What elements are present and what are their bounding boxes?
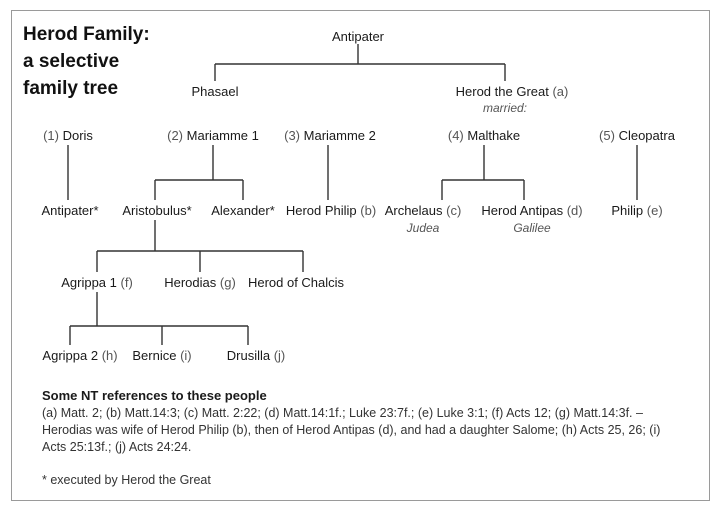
node-philip: Philip (e) [611, 203, 662, 218]
node-agrippa-2: Agrippa 2 (h) [42, 348, 117, 363]
node-tag: (a) [552, 84, 569, 99]
node-drusilla: Drusilla (j) [227, 348, 286, 363]
node-mariamme-1: (2) Mariamme 1 [167, 128, 259, 143]
node-label: Mariamme 1 [186, 128, 259, 143]
node-mariamme-2: (3) Mariamme 2 [284, 128, 376, 143]
node-tag: (d) [566, 203, 583, 218]
wife-number: (2) [167, 128, 184, 143]
node-cleopatra: (5) Cleopatra [599, 128, 675, 143]
node-label: Drusilla [226, 348, 271, 363]
node-alexander: Alexander* [211, 203, 275, 218]
region-galilee: Galilee [513, 221, 551, 235]
node-agrippa-1: Agrippa 1 (f) [61, 275, 133, 290]
region-judea: Judea [406, 221, 440, 235]
diagram-title-line-2: a selective [23, 51, 120, 72]
node-bernice: Bernice (i) [132, 348, 191, 363]
node-label: Herod the Great [455, 84, 549, 99]
node-tag: (e) [646, 203, 663, 218]
node-label: Herodias [164, 275, 217, 290]
node-label: Agrippa 1 [61, 275, 117, 290]
references-body: (a) Matt. 2; (b) Matt.14:3; (c) Matt. 2:… [42, 406, 661, 454]
node-aristobulus: Aristobulus* [122, 203, 192, 218]
node-antipater-root: Antipater [331, 29, 385, 44]
node-label: Herod Antipas [481, 203, 564, 218]
wife-number: (4) [447, 128, 464, 143]
diagram-frame [11, 10, 710, 501]
node-label: Mariamme 2 [303, 128, 376, 143]
node-tag: (f) [120, 275, 133, 290]
wife-number: (3) [284, 128, 301, 143]
references-heading: Some NT references to these people [42, 388, 267, 403]
node-herod-philip: Herod Philip (b) [286, 203, 376, 218]
node-tag: (g) [219, 275, 236, 290]
wife-number: (1) [43, 128, 59, 143]
node-herodias: Herodias (g) [164, 275, 236, 290]
node-tag: (h) [101, 348, 118, 363]
node-malthake: (4) Malthake [448, 128, 520, 143]
node-doris: (1) Doris [43, 128, 93, 143]
node-herod-the-great: Herod the Great (a) [456, 84, 569, 99]
node-label: Doris [62, 128, 93, 143]
node-tag: (c) [446, 203, 462, 218]
node-label: Agrippa 2 [42, 348, 99, 363]
node-herod-of-chalcis: Herod of Chalcis [247, 275, 345, 290]
node-label: Malthake [467, 128, 521, 143]
node-phasael: Phasael [191, 84, 239, 99]
footnote: * executed by Herod the Great [42, 473, 211, 487]
node-herod-antipas: Herod Antipas (d) [481, 203, 582, 218]
node-label: Herod Philip [285, 203, 357, 218]
node-label: Bernice [132, 348, 177, 363]
node-tag: (b) [360, 203, 377, 218]
node-tag: (i) [180, 348, 192, 363]
node-archelaus: Archelaus (c) [385, 203, 462, 218]
node-label: Cleopatra [618, 128, 675, 143]
node-tag: (j) [273, 348, 286, 363]
wife-number: (5) [599, 128, 615, 143]
node-label: Archelaus [384, 203, 443, 218]
diagram-title-line-3: family tree [23, 78, 119, 99]
node-antipater-son: Antipater* [41, 203, 99, 218]
node-label: Philip [611, 203, 644, 218]
diagram-title-line-1: Herod Family: [23, 24, 150, 45]
married-label: married: [482, 101, 528, 115]
